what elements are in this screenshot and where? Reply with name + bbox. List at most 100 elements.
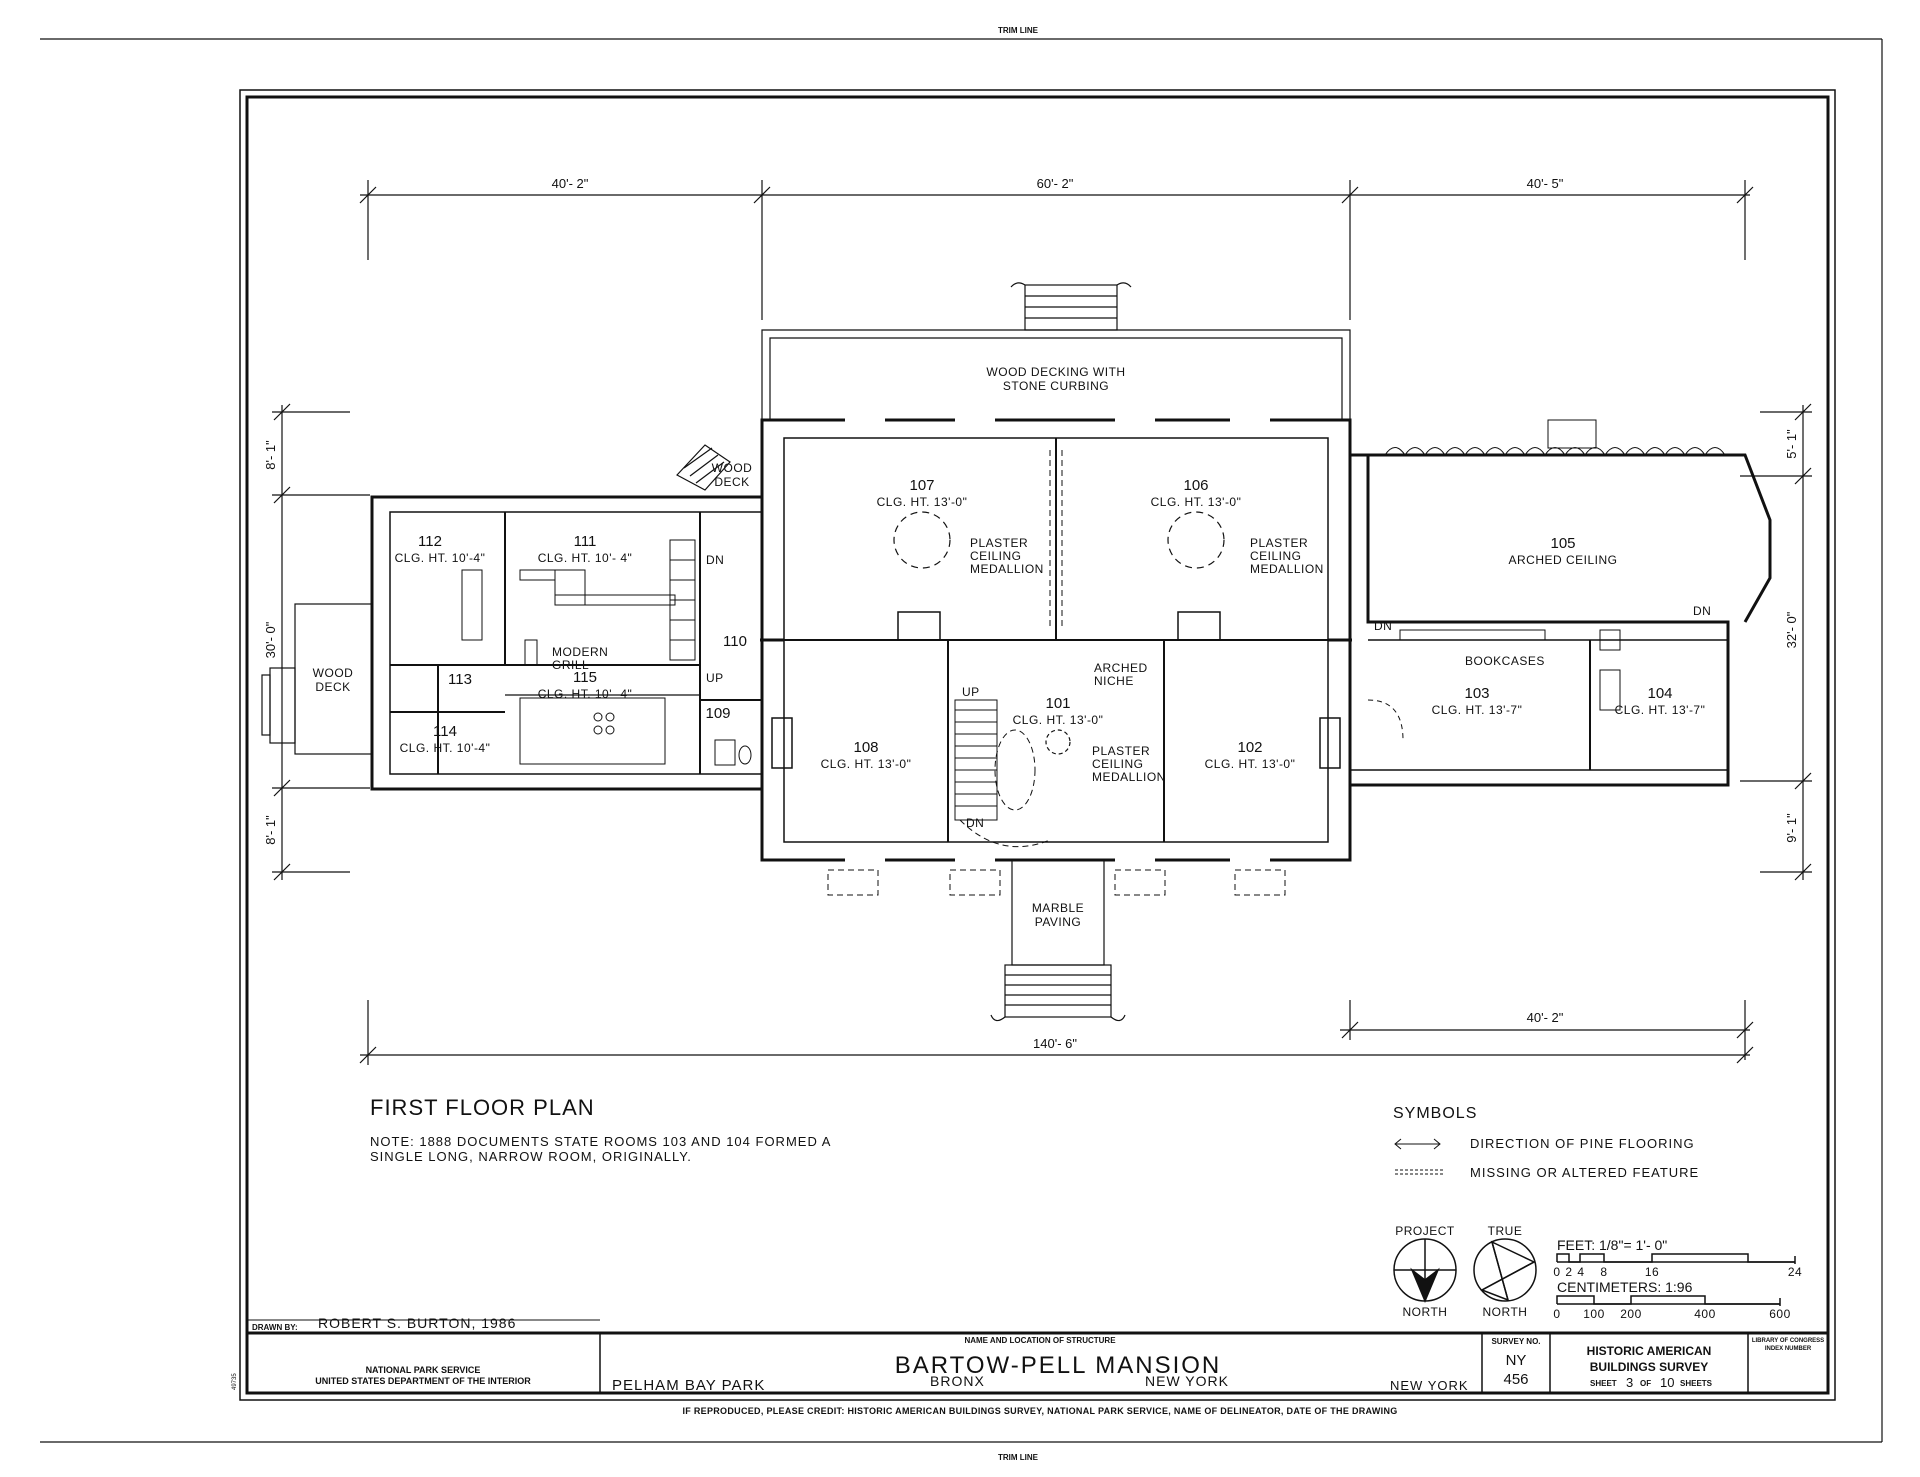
survey-number: 456 bbox=[1503, 1371, 1528, 1388]
room-number-101: 101 bbox=[1045, 695, 1070, 712]
missing-partitions bbox=[827, 450, 1286, 896]
plan-annotations: WOOD DECKING WITH STONE CURBING WOOD DEC… bbox=[313, 365, 1711, 929]
stair-dn-service: DN bbox=[706, 553, 724, 567]
side-number: 49735 bbox=[232, 1373, 238, 1390]
project-north-icon bbox=[1393, 1238, 1457, 1303]
room-ceiling-102: CLG. HT. 13'-0" bbox=[1205, 757, 1296, 771]
room-ceiling-111: CLG. HT. 10'- 4" bbox=[538, 551, 633, 565]
location-park: PELHAM BAY PARK bbox=[612, 1377, 765, 1394]
stair-dn-main: DN bbox=[966, 816, 984, 830]
feet-scale-label: FEET: 1/8"= 1'- 0" bbox=[1557, 1237, 1667, 1253]
loc-line-1: LIBRARY OF CONGRESS bbox=[1752, 1338, 1824, 1344]
stair-up-service: UP bbox=[706, 671, 724, 685]
cm-tick-200: 200 bbox=[1620, 1307, 1642, 1321]
right-wing-details bbox=[1367, 419, 1726, 741]
wood-deck-upper-1: WOOD bbox=[712, 461, 753, 475]
room-ceiling-107: CLG. HT. 13'-0" bbox=[877, 495, 968, 509]
nps-line-2: UNITED STATES DEPARTMENT OF THE INTERIOR bbox=[315, 1376, 531, 1386]
of-label: OF bbox=[1640, 1379, 1651, 1388]
feet-scale-bar bbox=[1556, 1253, 1796, 1264]
note-line-2: SINGLE LONG, NARROW ROOM, ORIGINALLY. bbox=[370, 1149, 692, 1164]
room-ceiling-114: CLG. HT. 10'-4" bbox=[400, 741, 491, 755]
dim-top-left: 40'- 2" bbox=[552, 176, 589, 191]
room-ceiling-112: CLG. HT. 10'-4" bbox=[395, 551, 486, 565]
medallion-107-label-2: CEILING bbox=[970, 549, 1022, 563]
decking-label-1: WOOD DECKING WITH bbox=[986, 365, 1125, 379]
dim-top-right: 40'- 5" bbox=[1527, 176, 1564, 191]
feet-tick-8: 8 bbox=[1600, 1265, 1607, 1279]
wood-deck-left-1: WOOD bbox=[313, 666, 354, 680]
dashed-line-icon bbox=[1395, 1169, 1445, 1175]
sheet-total: 10 bbox=[1660, 1375, 1674, 1390]
room-ceiling-106: CLG. HT. 13'-0" bbox=[1151, 495, 1242, 509]
marble-label: MARBLE bbox=[1032, 901, 1084, 915]
central-block bbox=[760, 418, 1352, 862]
modern-grill-2: GRILL bbox=[552, 658, 589, 672]
main-stair bbox=[954, 699, 1051, 848]
stair-dn-104: DN bbox=[1693, 604, 1711, 618]
room-ceiling-104: CLG. HT. 13'-7" bbox=[1615, 703, 1706, 717]
room-number-114: 114 bbox=[433, 723, 457, 740]
room-labels: 101 CLG. HT. 13'-0" 102 CLG. HT. 13'-0" … bbox=[395, 477, 1706, 771]
habs-line-2: BUILDINGS SURVEY bbox=[1590, 1360, 1708, 1374]
drawn-by-value: ROBERT S. BURTON, 1986 bbox=[318, 1315, 516, 1331]
arched-niche-1: ARCHED bbox=[1094, 661, 1148, 675]
room-number-102: 102 bbox=[1237, 739, 1262, 756]
right-wing bbox=[1350, 453, 1772, 787]
medallion-101-label-3: MEDALLION bbox=[1092, 770, 1166, 784]
symbols-heading: SYMBOLS bbox=[1393, 1105, 1477, 1122]
note-line-1: NOTE: 1888 DOCUMENTS STATE ROOMS 103 AND… bbox=[370, 1134, 831, 1149]
room-ceiling-101: CLG. HT. 13'-0" bbox=[1013, 713, 1104, 727]
dim-right-mid: 32'- 0" bbox=[1784, 611, 1799, 648]
floor-plan bbox=[261, 282, 1772, 1022]
structure-name: BARTOW-PELL MANSION bbox=[895, 1352, 1222, 1379]
room-number-111: 111 bbox=[574, 533, 597, 550]
location-borough: BRONX bbox=[930, 1373, 985, 1389]
bottom-dimension-chain bbox=[359, 1000, 1754, 1065]
room-number-112: 112 bbox=[418, 533, 442, 550]
medallion-101 bbox=[1045, 729, 1071, 755]
medallion-101-label-2: CEILING bbox=[1092, 757, 1144, 771]
survey-no-label: SURVEY NO. bbox=[1491, 1337, 1540, 1346]
location-city: NEW YORK bbox=[1145, 1373, 1229, 1389]
loc-line-2: INDEX NUMBER bbox=[1765, 1346, 1812, 1352]
drawn-by-label: DRAWN BY: bbox=[252, 1323, 298, 1332]
feet-tick-4: 4 bbox=[1577, 1265, 1584, 1279]
trim-lines bbox=[40, 38, 1883, 1443]
sheet-border bbox=[239, 89, 1836, 1401]
symbol-missing-label: MISSING OR ALTERED FEATURE bbox=[1470, 1165, 1699, 1180]
title-block-frame bbox=[247, 1319, 1828, 1393]
sheet-label: SHEET bbox=[1590, 1379, 1617, 1388]
project-north-top: PROJECT bbox=[1395, 1224, 1455, 1238]
dim-right-bot: 9'- 1" bbox=[1784, 813, 1799, 843]
cm-tick-400: 400 bbox=[1694, 1307, 1716, 1321]
medallion-107-label-3: MEDALLION bbox=[970, 562, 1044, 576]
room-number-110: 110 bbox=[723, 633, 747, 650]
credit-line: IF REPRODUCED, PLEASE CREDIT: HISTORIC A… bbox=[682, 1406, 1397, 1416]
feet-tick-0: 0 bbox=[1553, 1265, 1560, 1279]
habs-line-1: HISTORIC AMERICAN bbox=[1587, 1344, 1712, 1358]
trim-line-bottom: TRIM LINE bbox=[998, 1453, 1039, 1462]
room-number-104: 104 bbox=[1647, 685, 1672, 702]
room-ceiling-115: CLG. HT. 10'- 4" bbox=[538, 687, 633, 701]
medallion-106-label-2: CEILING bbox=[1250, 549, 1302, 563]
location-state: NEW YORK bbox=[1390, 1378, 1469, 1393]
medallion-106-label-1: PLASTER bbox=[1250, 536, 1308, 550]
cm-scale-bar bbox=[1556, 1295, 1781, 1306]
medallion-101-label-1: PLASTER bbox=[1092, 744, 1150, 758]
wood-deck-left-2: DECK bbox=[315, 680, 350, 694]
room-number-105: 105 bbox=[1550, 535, 1575, 552]
symbol-pine-label: DIRECTION OF PINE FLOORING bbox=[1470, 1136, 1695, 1151]
room-number-109: 109 bbox=[705, 705, 730, 722]
room-ceiling-103: CLG. HT. 13'-7" bbox=[1432, 703, 1523, 717]
nps-line-1: NATIONAL PARK SERVICE bbox=[366, 1365, 481, 1375]
medallion-107 bbox=[893, 511, 951, 569]
left-wood-deck bbox=[261, 444, 731, 755]
medallion-106-label-3: MEDALLION bbox=[1250, 562, 1324, 576]
plan-title: FIRST FLOOR PLAN bbox=[370, 1095, 595, 1120]
modern-grill-1: MODERN bbox=[552, 645, 608, 659]
top-dimension-chain bbox=[359, 180, 1754, 320]
trim-line-top: TRIM LINE bbox=[998, 26, 1039, 35]
cm-scale-label: CENTIMETERS: 1:96 bbox=[1557, 1279, 1693, 1295]
room-ceiling-105: ARCHED CEILING bbox=[1508, 553, 1617, 567]
